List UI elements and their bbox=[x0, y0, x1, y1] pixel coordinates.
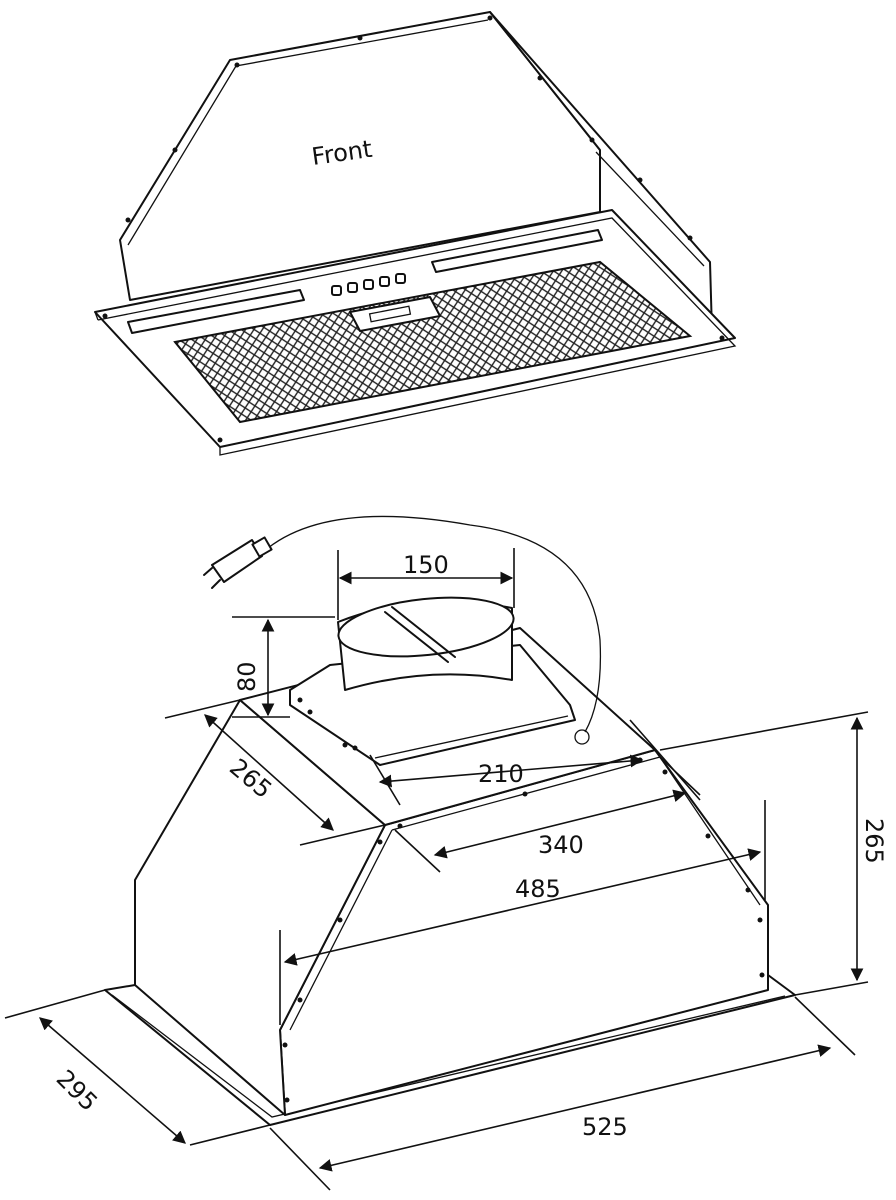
hood-dimension-view: 150 80 265 210 340 485 265 295 525 bbox=[4, 515, 888, 1191]
height-label: 265 bbox=[860, 818, 888, 864]
control-buttons bbox=[331, 273, 406, 296]
light-strip-right bbox=[431, 229, 603, 273]
depth-label: 295 bbox=[51, 1064, 103, 1116]
width-label: 525 bbox=[582, 1113, 628, 1141]
screw-holes bbox=[102, 15, 725, 443]
damper-flap bbox=[384, 606, 456, 663]
top-front-width-label: 210 bbox=[478, 760, 524, 788]
control-panel bbox=[349, 296, 441, 332]
dimension-lines bbox=[4, 548, 869, 1191]
top-width-label: 340 bbox=[538, 831, 584, 859]
hood-front-view: Front bbox=[94, 11, 737, 456]
light-strip-left bbox=[127, 289, 305, 334]
grease-filter bbox=[173, 260, 693, 424]
duct-height-label: 80 bbox=[233, 661, 261, 692]
cable-grommet bbox=[574, 729, 590, 745]
body-width-label: 485 bbox=[515, 875, 561, 903]
duct-diameter-label: 150 bbox=[403, 551, 449, 579]
power-cord bbox=[267, 515, 602, 733]
